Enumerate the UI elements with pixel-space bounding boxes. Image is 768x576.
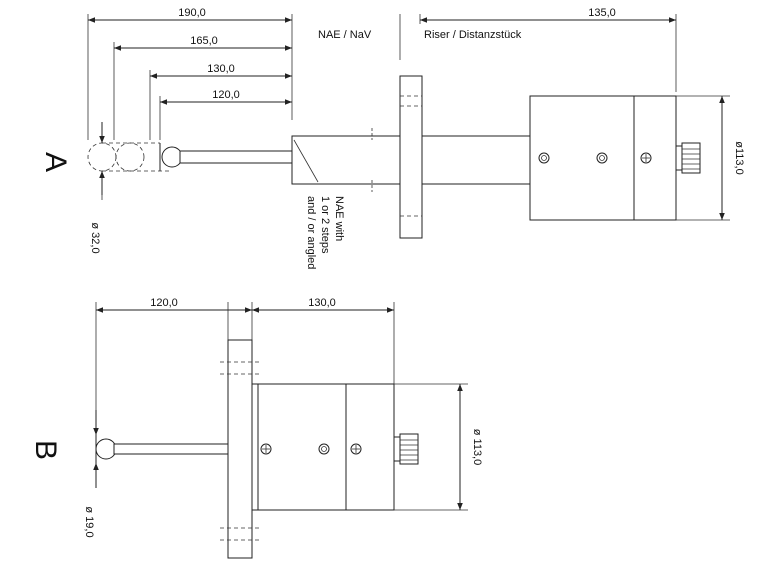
flange-b xyxy=(227,339,253,559)
probe-rod-a xyxy=(179,150,293,164)
dim-b-120: 120,0 xyxy=(150,297,178,309)
connector-b xyxy=(393,433,419,465)
ball-position-190 xyxy=(87,142,117,172)
view-b-label: B xyxy=(29,440,62,460)
nae-body xyxy=(291,135,401,185)
screw-icon xyxy=(596,152,608,164)
section-nae-label: NAE / NaV xyxy=(318,29,372,41)
view-a: A 190,0 165,0 130,0 120,0 135,0 NAE / Na… xyxy=(39,7,745,269)
dim-b-dia19: ø 19,0 xyxy=(83,506,95,537)
dim-b-dia113: ø 113,0 xyxy=(471,429,483,466)
screw-icon xyxy=(538,152,550,164)
svg-text:NAE with: NAE with xyxy=(333,196,345,241)
dim-a-165: 165,0 xyxy=(190,35,218,47)
riser xyxy=(421,135,531,185)
dim-a-dia32: ø 32,0 xyxy=(89,222,101,253)
ball-position-165 xyxy=(115,142,145,172)
dim-b-130: 130,0 xyxy=(308,297,336,309)
screw-icon xyxy=(318,443,330,455)
nae-note: NAE with 1 or 2 steps and / or angled xyxy=(305,196,345,269)
view-b: B 120,0 130,0 xyxy=(29,297,483,559)
svg-text:and / or angled: and / or angled xyxy=(305,196,317,269)
dim-a-190: 190,0 xyxy=(178,7,206,19)
ball-tip-b xyxy=(95,438,117,460)
ball-tip-a xyxy=(161,146,183,168)
probe-rod-b xyxy=(113,443,229,455)
dim-a-135: 135,0 xyxy=(588,7,616,19)
section-riser-label: Riser / Distanzstück xyxy=(424,29,522,41)
dim-a-130: 130,0 xyxy=(207,63,235,75)
dim-a-dia113: ø113,0 xyxy=(733,141,745,174)
flange-a xyxy=(399,75,423,239)
view-a-label: A xyxy=(39,152,72,172)
svg-text:1 or 2 steps: 1 or 2 steps xyxy=(319,196,331,254)
connector-a xyxy=(675,142,701,174)
dim-a-120: 120,0 xyxy=(212,89,240,101)
